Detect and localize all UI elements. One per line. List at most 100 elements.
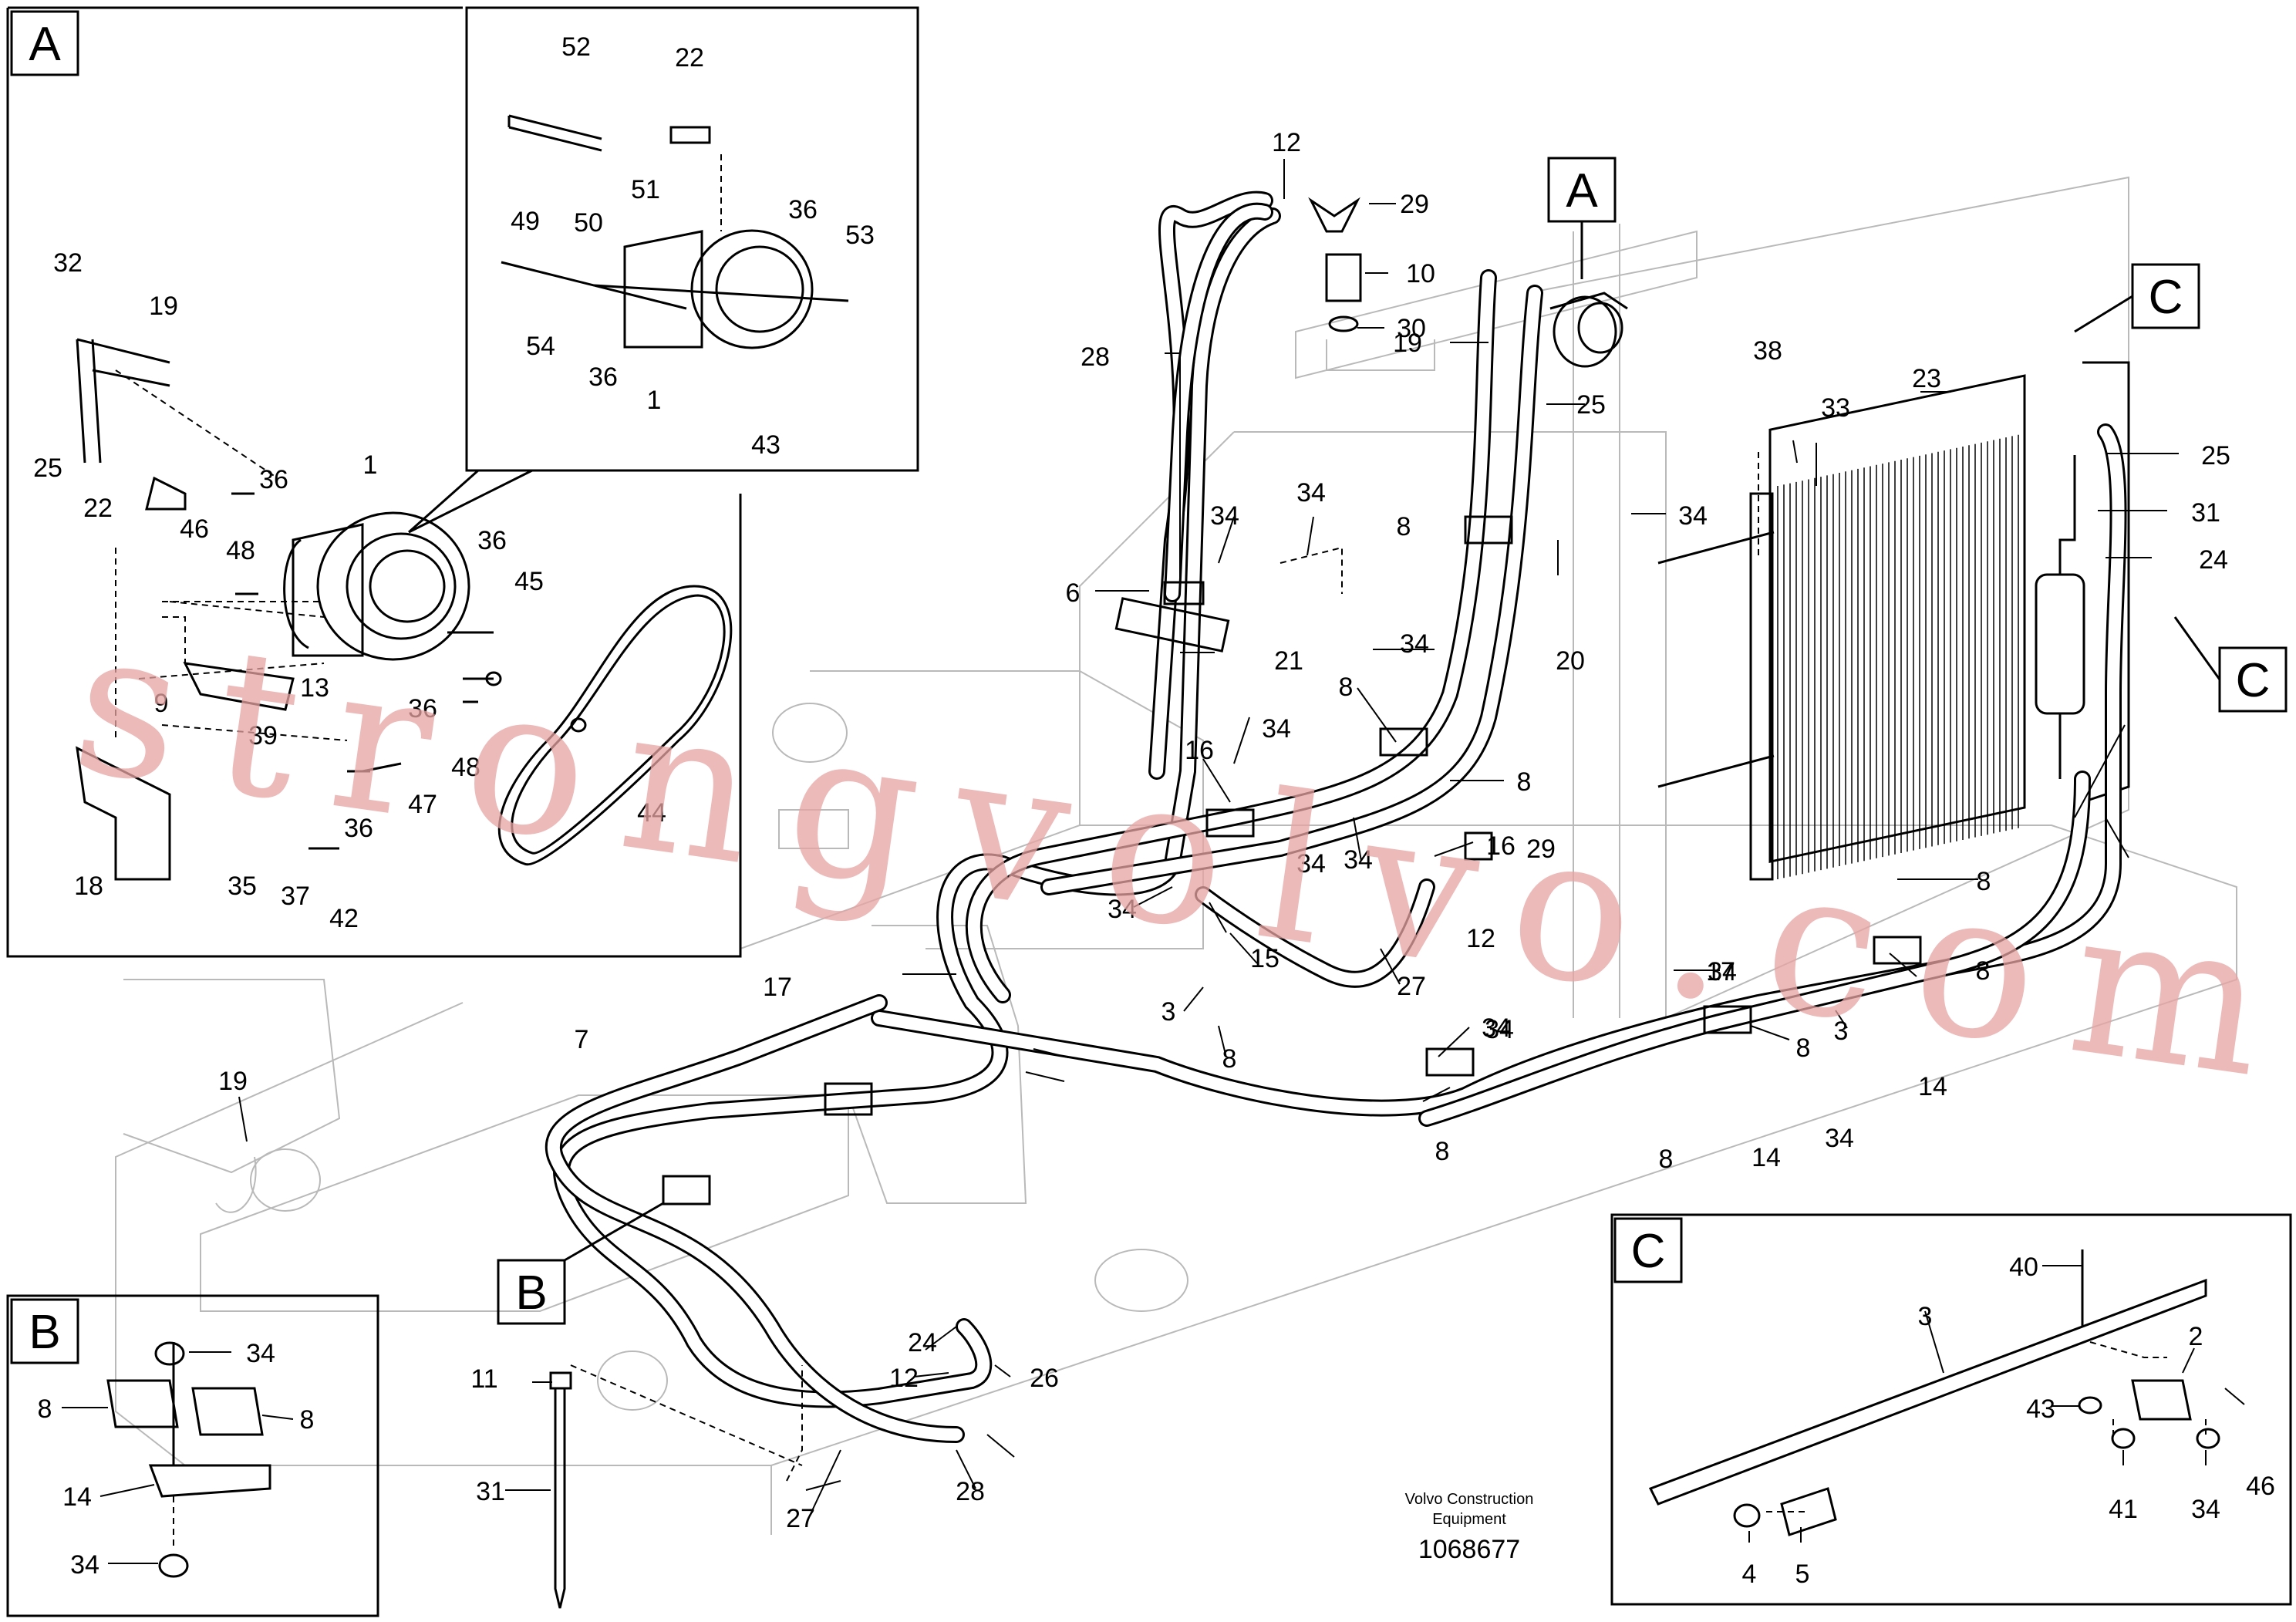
part-callout: 28: [1081, 342, 1110, 372]
part-callout: 36: [588, 363, 618, 392]
part-callout: 3: [1834, 1017, 1849, 1046]
part-callout: 26: [1030, 1364, 1059, 1393]
part-callout: 54: [526, 332, 555, 361]
part-callout: 36: [477, 526, 507, 555]
part-callout: 34: [246, 1339, 275, 1368]
part-callout: 27: [786, 1504, 815, 1533]
part-callout: 45: [514, 567, 544, 596]
part-callout: 34: [1296, 849, 1326, 878]
part-callout: 48: [451, 753, 480, 782]
part-callout: 36: [788, 195, 818, 224]
part-callout: 50: [574, 208, 603, 238]
view-letters: A A B B C C C: [29, 18, 2270, 1359]
part-callout: 18: [74, 872, 103, 901]
part-callout: 8: [1517, 767, 1532, 797]
part-callout: 34: [1108, 895, 1137, 924]
part-callout: 13: [300, 673, 329, 703]
part-callout: 38: [1753, 336, 1782, 366]
part-callout: 30: [1397, 314, 1426, 343]
part-callout: 36: [259, 465, 288, 494]
part-callout: 19: [218, 1067, 248, 1096]
part-callout: 4: [1742, 1560, 1757, 1589]
part-callout: 52: [561, 32, 591, 62]
drawing-number: 1068677: [1418, 1535, 1520, 1564]
top-fittings: [1308, 197, 1493, 861]
part-callout: 20: [1556, 646, 1585, 676]
part-callout: 47: [408, 790, 437, 819]
part-callout: 8: [1397, 512, 1411, 541]
part-callout: 9: [154, 689, 169, 718]
view-letter-b-detail: B: [29, 1306, 60, 1359]
part-callout: 34: [1825, 1124, 1854, 1153]
part-callout: 42: [329, 904, 359, 933]
part-callout: 34: [1482, 1013, 1511, 1043]
part-callout: 46: [180, 514, 209, 544]
part-callout: 34: [1400, 629, 1429, 659]
part-callout: 17: [763, 973, 792, 1002]
part-callout: 34: [1485, 1015, 1514, 1044]
part-callout: 46: [2246, 1472, 2275, 1501]
part-callout: 41: [2109, 1495, 2138, 1524]
part-callout: 24: [2199, 545, 2228, 575]
part-callout: 21: [1274, 646, 1303, 676]
part-callout: 31: [476, 1477, 505, 1506]
part-callout: 8: [1659, 1145, 1674, 1174]
part-callout: 34: [1344, 845, 1373, 875]
part-callout: 34: [70, 1550, 99, 1580]
part-callout: 17: [1706, 957, 1735, 986]
part-callout: 25: [2201, 441, 2230, 470]
part-callout: 43: [751, 430, 781, 460]
part-callout: 34: [1210, 501, 1239, 531]
callout-belt: 44: [637, 798, 666, 828]
part-callout: 12: [1272, 128, 1301, 157]
part-callout: 14: [1918, 1072, 1947, 1101]
detail-c-panel: [1610, 263, 2292, 1606]
part-callout: 48: [226, 536, 255, 565]
part-callout: 23: [1912, 364, 1941, 393]
part-callout: 37: [281, 882, 310, 911]
part-callout: 14: [62, 1482, 92, 1512]
compressor-main: [1549, 292, 1628, 368]
part-callout: 25: [1576, 390, 1606, 420]
receiver-drier: [2035, 455, 2085, 779]
part-callout: 19: [149, 292, 178, 321]
part-callout: 34: [1296, 478, 1326, 508]
condenser-core: [1657, 361, 2130, 881]
part-callout: 16: [1185, 736, 1214, 765]
view-letter-c-top: C: [2149, 271, 2183, 324]
part-callout: 15: [1250, 944, 1279, 973]
part-callout: 31: [2191, 498, 2220, 528]
part-callout: 34: [1678, 501, 1708, 531]
detail-b-panel: [6, 1202, 664, 1617]
part-callout: 34: [1262, 714, 1291, 744]
part-callout: 49: [511, 207, 540, 236]
view-letter-a-detail: A: [29, 18, 61, 71]
part-callout: 22: [83, 494, 113, 523]
view-letter-c-detail: C: [1631, 1225, 1666, 1278]
detail-a-components: [76, 338, 733, 881]
part-callout: 12: [889, 1364, 919, 1393]
part-callout: 3: [1161, 997, 1176, 1027]
part-callout: 8: [1796, 1034, 1811, 1063]
part-callout: 8: [38, 1394, 52, 1424]
part-callout: 29: [1400, 190, 1429, 219]
part-callout: 10: [1406, 259, 1435, 288]
part-callout: 6: [1066, 578, 1081, 608]
part-callout: 34: [1708, 957, 1737, 986]
part-callout: 5: [1795, 1560, 1810, 1589]
part-callout: 53: [845, 221, 875, 250]
part-callout: 22: [675, 43, 704, 73]
part-callout: 33: [1821, 393, 1850, 423]
detail-a-panel: [6, 6, 1617, 958]
view-letter-c-lower: C: [2236, 654, 2271, 707]
part-callout: 7: [575, 1025, 589, 1054]
part-callout: 36: [344, 814, 373, 843]
part-callout: 1: [363, 450, 378, 480]
part-callout: 8: [1976, 956, 1991, 986]
part-callout: 12: [1466, 924, 1495, 953]
part-callout: 35: [228, 872, 257, 901]
